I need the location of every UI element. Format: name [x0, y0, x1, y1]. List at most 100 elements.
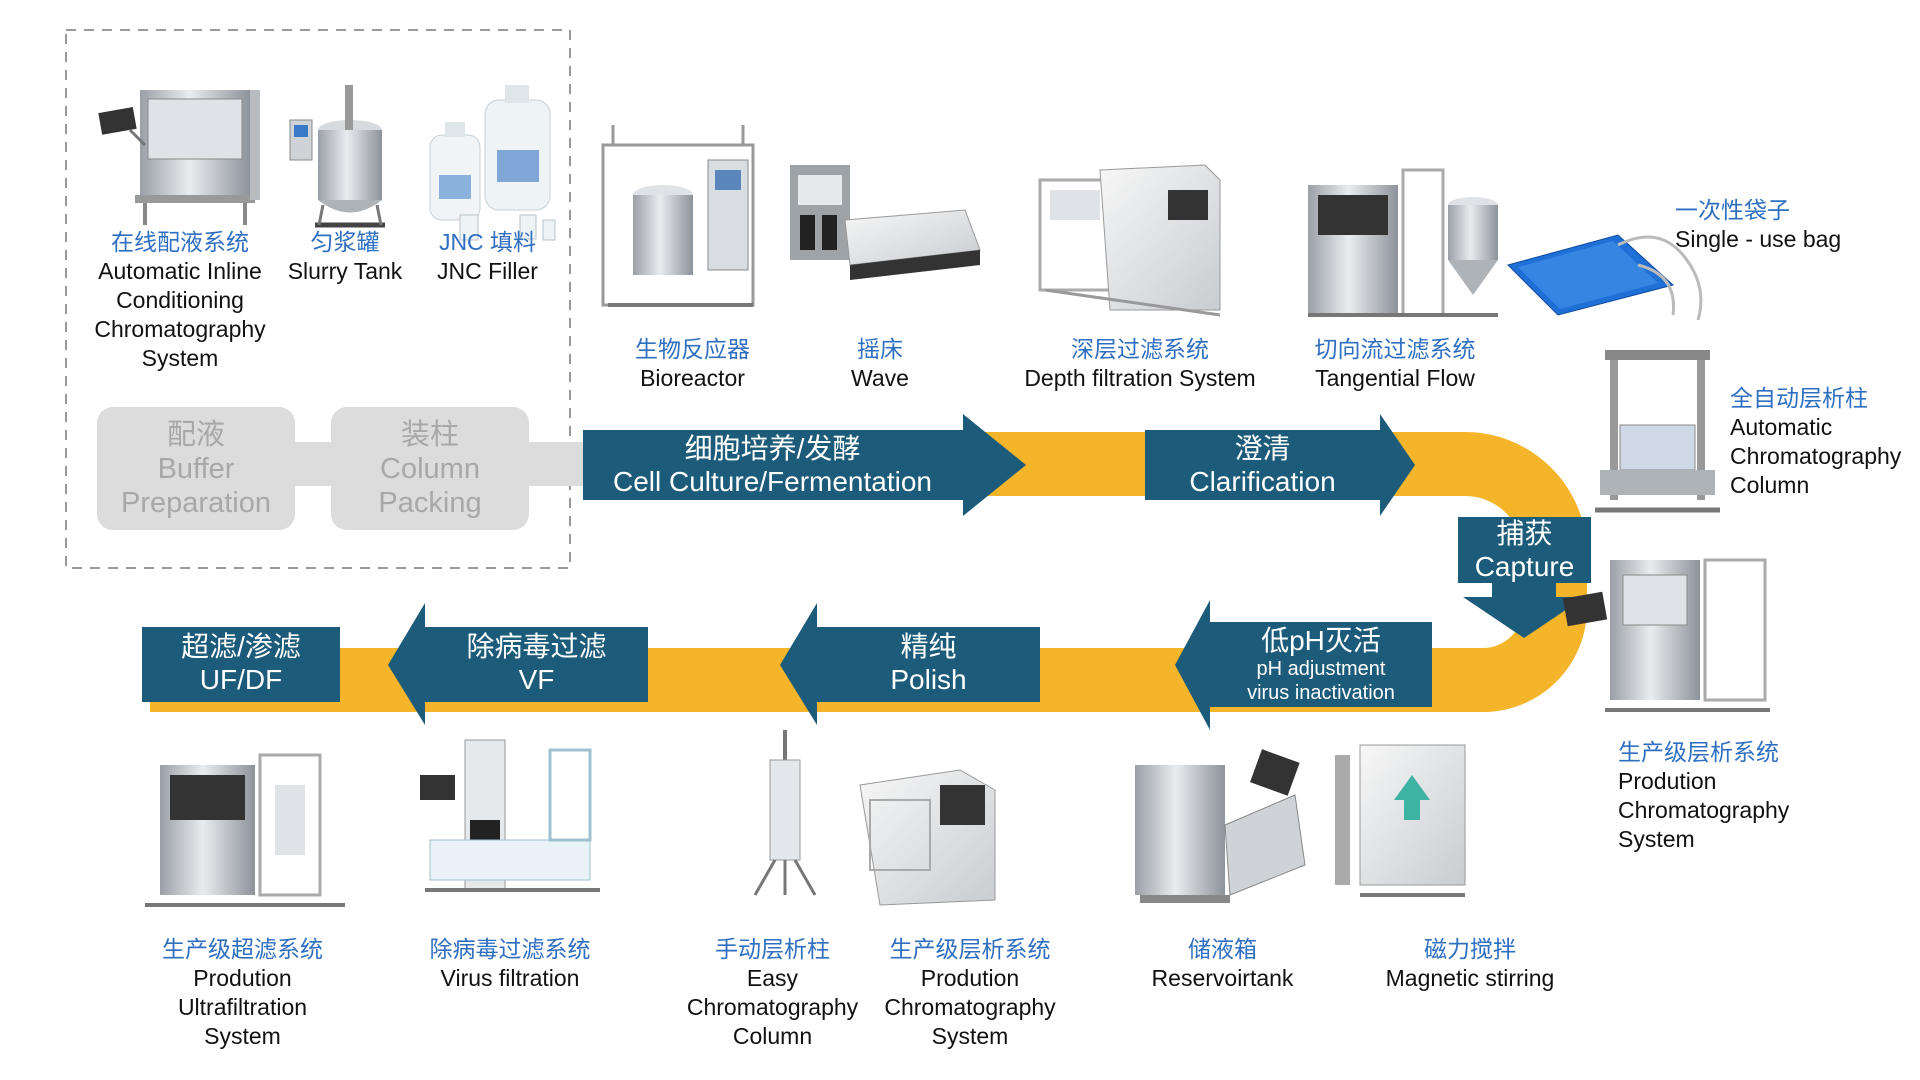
label-prod-chrom-right-cn: 生产级层析系统	[1618, 739, 1779, 765]
buffer-preparation-cn: 配液	[166, 419, 225, 451]
prod-uf-image	[145, 753, 345, 907]
gray-box-column	[331, 407, 529, 530]
virus-filtration-image	[420, 739, 600, 892]
buffer-preparation-stage: 配液 Buffer Preparation	[97, 418, 295, 520]
stage-clarification-cn: 澄清	[1234, 433, 1291, 464]
label-tangential-flow-cn: 切向流过滤系统	[1314, 336, 1476, 362]
label-bioreactor-en: Bioreactor	[640, 365, 745, 391]
label-reservoir-tank-cn: 储液箱	[1188, 936, 1257, 962]
label-prod-chrom-bottom: 生产级层析系统 Prodution Chromatography System	[875, 935, 1065, 1051]
stage-box-vf	[388, 603, 648, 725]
stage-box-capture	[1458, 517, 1591, 638]
label-auto-column-cn: 全自动层析柱	[1730, 385, 1868, 411]
stage-capture-en: Capture	[1474, 551, 1575, 582]
label-prod-uf: 生产级超滤系统 Prodution Ultrafiltration System	[140, 935, 345, 1051]
label-depth-filtration-en: Depth filtration System	[1024, 365, 1256, 391]
label-single-use-bag-cn: 一次性袋子	[1675, 197, 1790, 223]
stage-low-ph-en2: virus inactivation	[1247, 682, 1395, 704]
wave-image	[790, 165, 981, 280]
label-single-use-bag-en: Single - use bag	[1675, 226, 1842, 252]
column-packing-en1: Column	[380, 453, 480, 485]
stage-low-ph: 低pH灭活 pH adjustment virus inactivation	[1210, 624, 1432, 705]
label-slurry-tank-en: Slurry Tank	[287, 258, 403, 284]
stage-vf-en: VF	[518, 664, 555, 695]
label-prod-uf-cn: 生产级超滤系统	[162, 936, 323, 962]
label-inline-conditioning-cn: 在线配液系统	[111, 229, 249, 255]
label-depth-filtration: 深层过滤系统 Depth filtration System	[1000, 335, 1280, 393]
label-magnetic-stirring: 磁力搅拌 Magnetic stirring	[1365, 935, 1575, 993]
stage-clarification: 澄清 Clarification	[1145, 432, 1380, 498]
stage-box-polish	[780, 603, 1040, 725]
label-prod-chrom-bottom-en: Prodution Chromatography System	[884, 965, 1056, 1049]
stage-low-ph-cn: 低pH灭活	[1261, 625, 1381, 656]
label-bioreactor: 生物反应器 Bioreactor	[600, 335, 785, 393]
label-auto-column: 全自动层析柱 Automatic Chromatography Column	[1730, 384, 1915, 500]
label-single-use-bag: 一次性袋子 Single - use bag	[1675, 196, 1895, 254]
label-reservoir-tank: 储液箱 Reservoirtank	[1130, 935, 1315, 993]
label-tangential-flow: 切向流过滤系统 Tangential Flow	[1290, 335, 1500, 393]
gray-box-buffer	[97, 407, 295, 530]
stage-capture: 捕获 Capture	[1458, 517, 1591, 583]
stage-polish: 精纯 Polish	[817, 630, 1040, 696]
column-packing-en2: Packing	[378, 487, 482, 519]
label-wave: 摇床 Wave	[820, 335, 940, 393]
stage-box-low-ph	[1175, 600, 1432, 730]
stage-polish-cn: 精纯	[900, 631, 957, 662]
stage-vf: 除病毒过滤 VF	[425, 630, 648, 696]
stage-cell-culture-cn: 细胞培养/发酵	[684, 433, 861, 464]
label-jnc-filler-en: JNC Filler	[437, 258, 538, 284]
jnc-filler-image	[429, 85, 556, 241]
stage-cell-culture-en: Cell Culture/Fermentation	[612, 466, 933, 497]
buffer-preparation-en2: Preparation	[121, 487, 271, 519]
label-magnetic-stirring-en: Magnetic stirring	[1385, 965, 1555, 991]
label-virus-filtration: 除病毒过滤系统 Virus filtration	[410, 935, 610, 993]
bioreactor-image	[601, 125, 755, 307]
label-virus-filtration-en: Virus filtration	[440, 965, 580, 991]
stage-box-clarification	[1145, 414, 1415, 516]
magnetic-stirring-image	[1335, 744, 1466, 897]
slurry-tank-image	[289, 85, 385, 228]
label-inline-conditioning-en: Automatic Inline Conditioning Chromatogr…	[94, 258, 266, 371]
label-auto-column-en: Automatic Chromatography Column	[1730, 414, 1902, 498]
label-reservoir-tank-en: Reservoirtank	[1151, 965, 1294, 991]
stage-capture-cn: 捕获	[1496, 518, 1553, 549]
reservoir-tank-image	[1135, 749, 1306, 903]
single-use-bag-image	[1507, 234, 1703, 321]
label-virus-filtration-cn: 除病毒过滤系统	[429, 936, 591, 962]
label-bioreactor-cn: 生物反应器	[635, 336, 750, 362]
stage-cell-culture: 细胞培养/发酵 Cell Culture/Fermentation	[585, 432, 960, 498]
stage-ufdf-cn: 超滤/渗滤	[181, 631, 301, 662]
stage-ufdf: 超滤/渗滤 UF/DF	[142, 630, 340, 696]
column-packing-cn: 装柱	[400, 419, 459, 451]
stage-clarification-en: Clarification	[1189, 466, 1336, 497]
stage-box-ufdf	[142, 627, 340, 702]
label-easy-column-cn: 手动层析柱	[715, 936, 830, 962]
label-jnc-filler-cn: JNC 填料	[438, 229, 537, 255]
label-wave-en: Wave	[851, 365, 909, 391]
prod-chrom-bottom-image	[859, 769, 996, 906]
stage-ufdf-en: UF/DF	[199, 664, 283, 695]
tangential-flow-image	[1308, 168, 1498, 317]
label-prod-chrom-right-en: Prodution Chromatography System	[1618, 768, 1790, 852]
buffer-preparation-en1: Buffer	[157, 453, 235, 485]
label-prod-uf-en: Prodution Ultrafiltration System	[177, 965, 308, 1049]
auto-column-image	[1595, 350, 1720, 513]
label-prod-chrom-bottom-cn: 生产级层析系统	[889, 936, 1051, 962]
label-jnc-filler: JNC 填料 JNC Filler	[420, 228, 555, 286]
label-prod-chrom-right: 生产级层析系统 Prodution Chromatography System	[1618, 738, 1818, 854]
stage-box-cell-culture	[583, 414, 1026, 516]
label-slurry-tank: 匀浆罐 Slurry Tank	[280, 228, 410, 286]
stage-low-ph-en1: pH adjustment	[1256, 658, 1386, 680]
stage-vf-cn: 除病毒过滤	[466, 631, 607, 662]
label-slurry-tank-cn: 匀浆罐	[310, 229, 380, 255]
depth-filtration-image	[1038, 164, 1221, 317]
label-magnetic-stirring-cn: 磁力搅拌	[1424, 936, 1516, 962]
column-packing-stage: 装柱 Column Packing	[331, 418, 529, 520]
label-inline-conditioning: 在线配液系统 Automatic Inline Conditioning Chr…	[80, 228, 280, 373]
stage-polish-en: Polish	[890, 664, 967, 695]
label-easy-column: 手动层析柱 Easy Chromatography Column	[680, 935, 865, 1051]
prep-area-border	[65, 29, 571, 569]
prod-chrom-right-image	[1562, 558, 1770, 712]
easy-column-image	[753, 730, 817, 896]
label-tangential-flow-en: Tangential Flow	[1315, 365, 1475, 391]
